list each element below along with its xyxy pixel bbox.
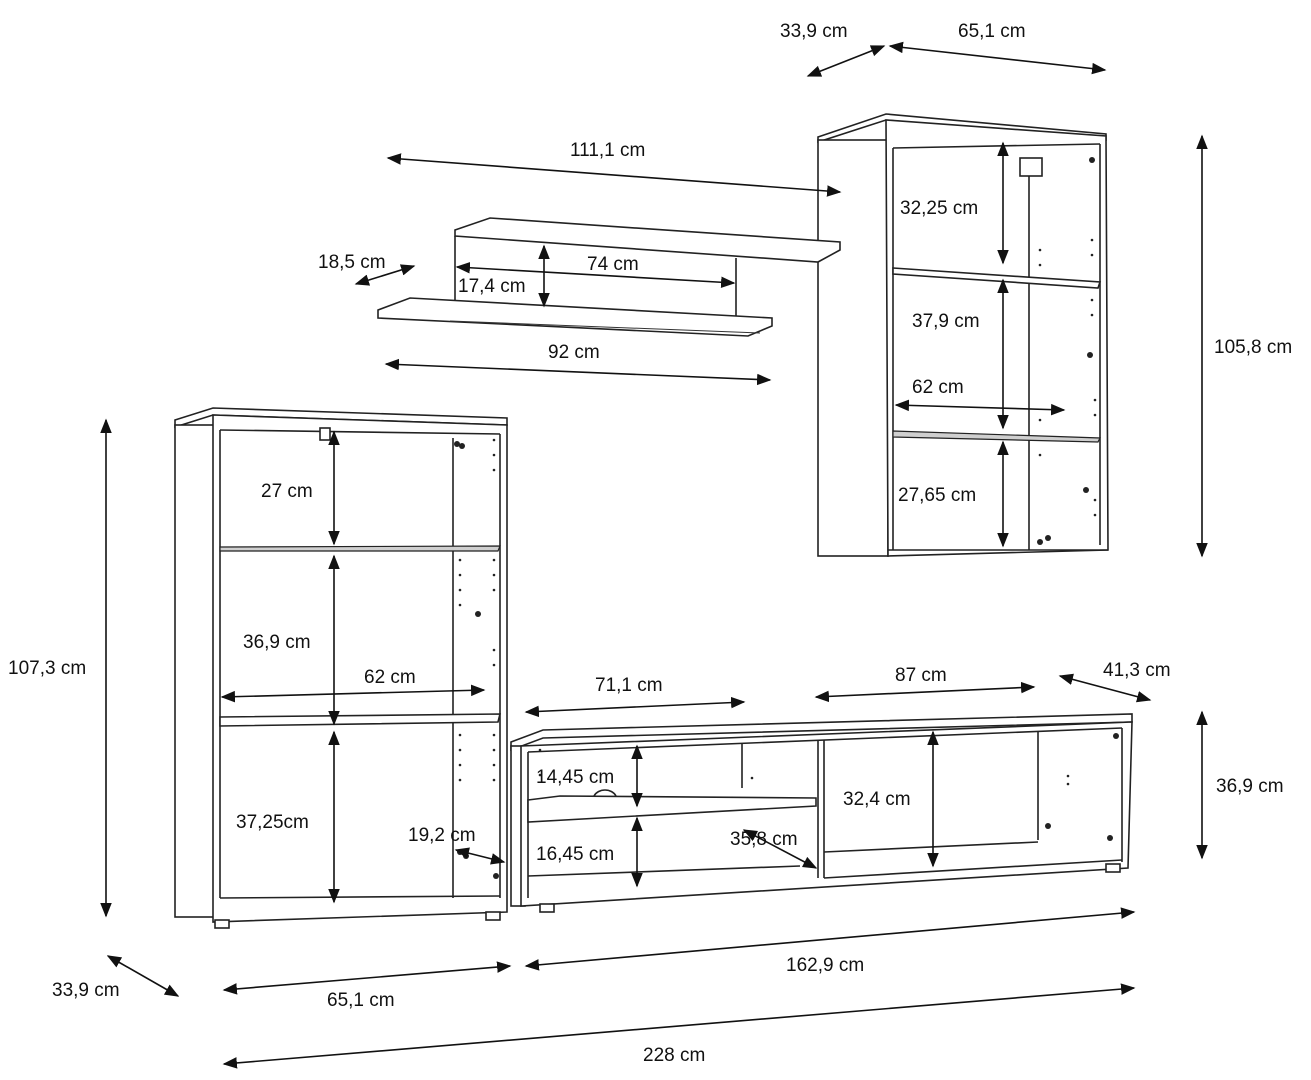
label-wall-bottom-compartment: 27,65 cm [898, 485, 976, 506]
label-tall-inner-depth: 19,2 cm [408, 825, 476, 846]
label-tv-left-width: 71,1 cm [595, 675, 663, 696]
label-tall-top-compartment: 27 cm [261, 481, 313, 502]
label-tall-depth: 33,9 cm [52, 980, 120, 1001]
label-shelf-total-width: 111,1 cm [570, 140, 645, 161]
label-shelf-gap: 17,4 cm [458, 276, 526, 297]
label-shelf-inner-width: 74 cm [587, 254, 639, 275]
label-total-width: 228 cm [643, 1045, 705, 1066]
label-tall-mid-compartment: 36,9 cm [243, 632, 311, 653]
label-shelf-width: 92 cm [548, 342, 600, 363]
label-wall-height: 105,8 cm [1214, 337, 1292, 358]
wall-cabinet [817, 113, 1109, 557]
label-tv-right-compartment: 32,4 cm [843, 789, 911, 810]
label-tv-depth: 41,3 cm [1103, 660, 1171, 681]
label-tv-lower-compartment: 16,45 cm [536, 844, 614, 865]
label-tv-height: 36,9 cm [1216, 776, 1284, 797]
label-wall-width: 65,1 cm [958, 21, 1026, 42]
label-tall-bottom-compartment: 37,25cm [236, 812, 309, 833]
dimension-lines [100, 41, 1208, 1069]
label-wall-glass-width: 62 cm [912, 377, 964, 398]
label-tv-width: 162,9 cm [786, 955, 864, 976]
floating-shelves [377, 217, 841, 337]
dimension-labels: 33,9 cm 65,1 cm 111,1 cm 18,5 cm 74 cm 1… [8, 21, 1292, 1066]
label-wall-top-compartment: 32,25 cm [900, 198, 978, 219]
label-tv-shelf-depth: 35,8 cm [730, 829, 798, 850]
tv-unit [510, 713, 1133, 913]
label-tall-width: 65,1 cm [327, 990, 395, 1011]
label-shelf-depth: 18,5 cm [318, 252, 386, 273]
label-tv-upper-compartment: 14,45 cm [536, 767, 614, 788]
tall-cabinet [174, 407, 508, 929]
label-tall-glass-width: 62 cm [364, 667, 416, 688]
label-tall-height: 107,3 cm [8, 658, 86, 679]
label-tv-right-width: 87 cm [895, 665, 947, 686]
label-wall-depth: 33,9 cm [780, 21, 848, 42]
label-wall-mid-compartment: 37,9 cm [912, 311, 980, 332]
